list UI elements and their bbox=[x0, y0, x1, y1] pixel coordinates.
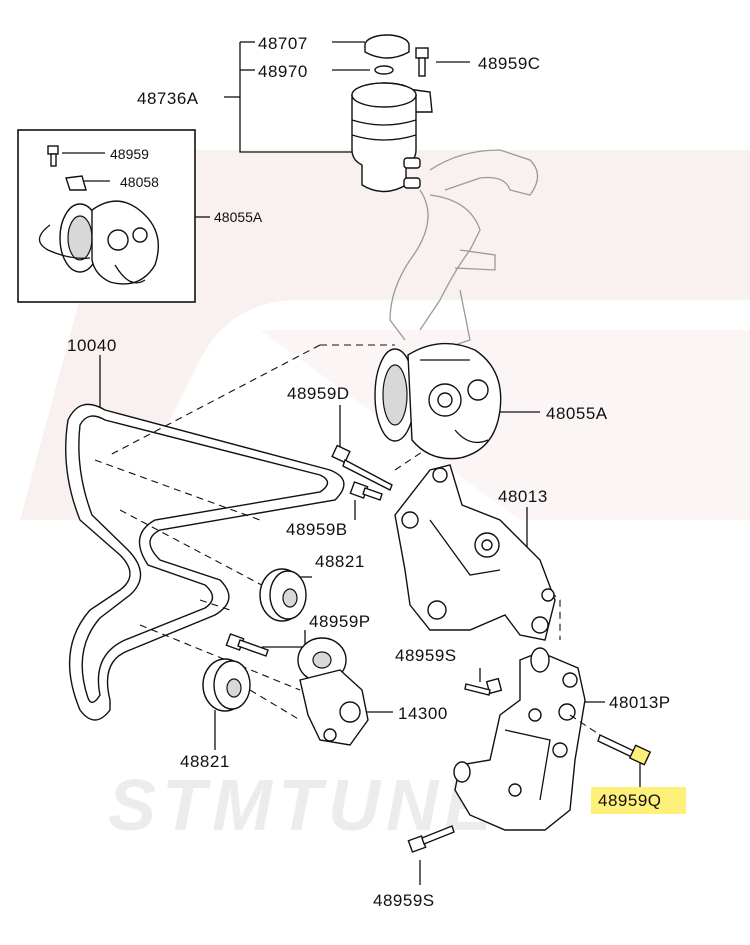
bolt-48959c bbox=[415, 47, 429, 77]
label-48970: 48970 bbox=[258, 62, 308, 81]
label-48707: 48707 bbox=[258, 34, 308, 53]
bolt-48959d bbox=[331, 405, 393, 491]
reservoir-tank bbox=[351, 82, 433, 193]
label-48959p: 48959P bbox=[309, 612, 371, 631]
label-10040: 10040 bbox=[67, 336, 117, 355]
bolt-48959s-top bbox=[464, 668, 503, 696]
label-inset-48055a: 48055A bbox=[214, 209, 263, 225]
highlight-box bbox=[591, 787, 686, 814]
label-48959s-bottom: 48959S bbox=[373, 891, 435, 910]
reservoir-group bbox=[224, 34, 470, 193]
bolt-48959p bbox=[225, 630, 306, 657]
alignment-lines bbox=[94, 344, 561, 721]
label-14300: 14300 bbox=[398, 704, 448, 723]
drive-belt bbox=[65, 355, 345, 721]
bracket-48013p bbox=[453, 647, 605, 831]
label-48821-bottom: 48821 bbox=[180, 752, 230, 771]
label-48959s-top: 48959S bbox=[395, 646, 457, 665]
bolt-48959q bbox=[569, 714, 652, 788]
label-48959c: 48959C bbox=[478, 54, 541, 73]
o-ring bbox=[374, 65, 394, 75]
label-48959d: 48959D bbox=[287, 384, 350, 403]
bracket-48013 bbox=[394, 464, 556, 641]
idler-pulley-top bbox=[259, 568, 312, 622]
inset-box bbox=[17, 129, 210, 303]
label-48959b: 48959B bbox=[286, 520, 348, 539]
tensioner-14300 bbox=[297, 637, 393, 746]
inset-pump bbox=[38, 200, 159, 285]
bolt-48959b bbox=[349, 481, 383, 520]
bolt-48959s-bottom bbox=[407, 825, 455, 885]
label-48821-top: 48821 bbox=[315, 552, 365, 571]
reservoir-cap bbox=[364, 34, 410, 59]
label-48959q: 48959Q bbox=[598, 791, 662, 810]
label-48055a: 48055A bbox=[546, 404, 608, 423]
label-48013: 48013 bbox=[498, 487, 548, 506]
label-48736a: 48736A bbox=[137, 89, 199, 108]
label-inset-48959: 48959 bbox=[110, 146, 149, 162]
label-48013p: 48013P bbox=[609, 693, 671, 712]
hose-outline bbox=[389, 149, 539, 346]
idler-pulley-bottom bbox=[202, 658, 251, 750]
label-inset-48058: 48058 bbox=[120, 174, 159, 190]
power-steering-pump bbox=[374, 342, 540, 460]
